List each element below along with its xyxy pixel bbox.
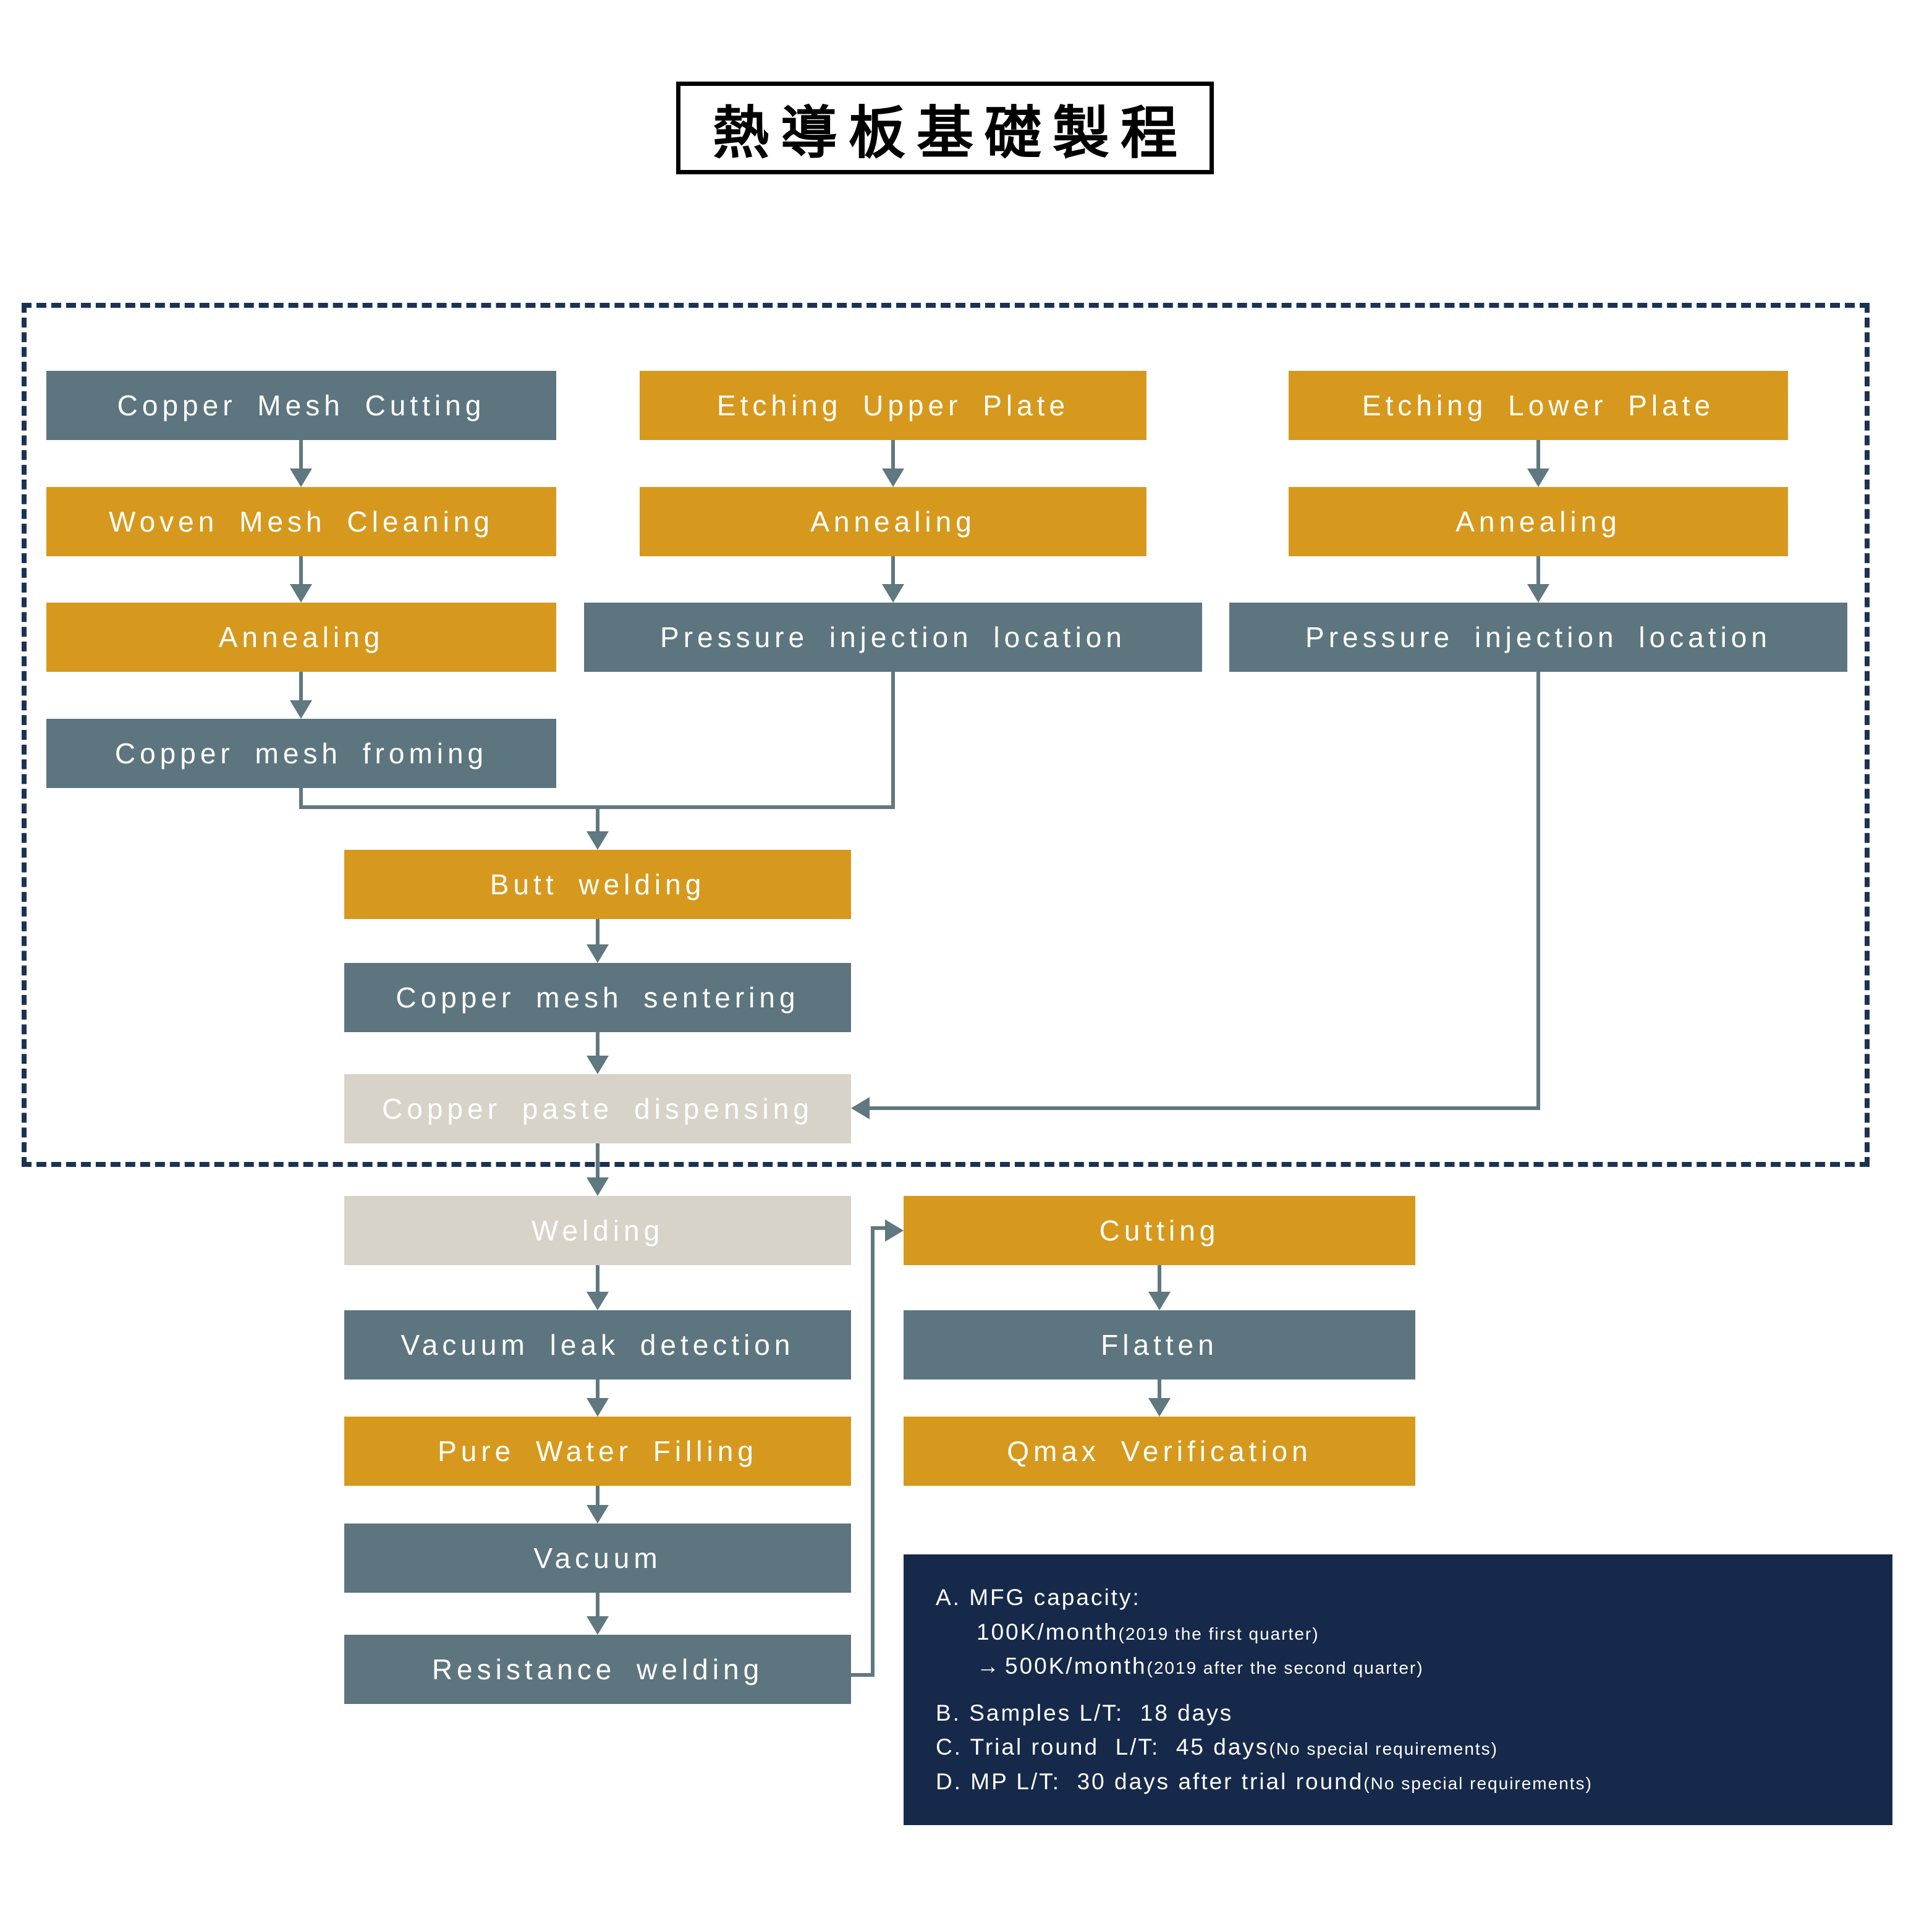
- note-a-cap1-detail: (2019 the first quarter): [1118, 1624, 1320, 1643]
- step-etching-lower-plate: Etching Lower Plate: [1289, 371, 1788, 440]
- note-c-main: C. Trial round L/T: 45 days: [936, 1734, 1269, 1760]
- step-woven-mesh-cleaning: Woven Mesh Cleaning: [46, 487, 556, 556]
- arrow-down-icon: [587, 831, 609, 850]
- arrow-down-icon: [587, 1505, 609, 1524]
- connector-line: [596, 1486, 600, 1505]
- connector-line: [596, 1143, 600, 1177]
- step-pure-water-filling: Pure Water Filling: [344, 1417, 851, 1486]
- connector-line: [596, 807, 600, 831]
- arrow-down-icon: [587, 1398, 609, 1417]
- step-resistance-welding: Resistance welding: [344, 1635, 851, 1704]
- connector-line: [299, 556, 303, 584]
- step-vacuum-leak-detection: Vacuum leak detection: [344, 1310, 851, 1379]
- arrow-down-icon: [587, 1616, 609, 1635]
- step-pressure-injection-upper: Pressure injection location: [584, 603, 1202, 672]
- step-vacuum: Vacuum: [344, 1524, 851, 1593]
- arrow-right-icon: [885, 1219, 904, 1242]
- connector-line: [868, 1106, 1540, 1110]
- arrow-down-icon: [290, 468, 312, 487]
- step-copper-mesh-cutting: Copper Mesh Cutting: [46, 371, 556, 440]
- arrow-down-icon: [1527, 584, 1549, 603]
- connector-line: [1536, 556, 1540, 584]
- arrow-down-icon: [587, 944, 609, 963]
- step-butt-welding: Butt welding: [344, 850, 851, 919]
- note-a-cap1-value: 100K/month: [977, 1619, 1119, 1645]
- note-b: B. Samples L/T: 18 days: [936, 1700, 1234, 1726]
- step-pressure-injection-lower: Pressure injection location: [1229, 603, 1847, 672]
- connector-line: [596, 1265, 600, 1292]
- arrow-down-icon: [290, 700, 312, 719]
- step-welding: Welding: [344, 1196, 851, 1265]
- note-a-cap2-value: 500K/month: [1005, 1653, 1147, 1679]
- step-flatten: Flatten: [904, 1310, 1415, 1379]
- note-a-capacity-2: →500K/month(2019 after the second quarte…: [936, 1649, 1860, 1684]
- connector-line: [1158, 1265, 1161, 1292]
- step-annealing-mesh: Annealing: [46, 603, 556, 672]
- arrow-down-icon: [882, 584, 904, 603]
- note-c-detail: (No special requirements): [1269, 1739, 1499, 1758]
- right-arrow-icon: →: [977, 1653, 1001, 1679]
- connector-line: [1536, 440, 1540, 468]
- connector-line: [596, 1379, 600, 1398]
- connector-line: [871, 1226, 886, 1230]
- note-d-detail: (No special requirements): [1363, 1773, 1593, 1793]
- step-annealing-upper: Annealing: [640, 487, 1146, 556]
- notes-panel: A. MFG capacity: 100K/month(2019 the fir…: [904, 1554, 1892, 1825]
- connector-line: [891, 672, 895, 809]
- step-copper-mesh-froming: Copper mesh froming: [46, 719, 556, 788]
- process-boundary-dashed-box: [22, 303, 1870, 1167]
- note-d-main: D. MP L/T: 30 days after trial round: [936, 1768, 1364, 1794]
- connector-line: [891, 440, 895, 468]
- page-title: 熱導板基礎製程: [676, 82, 1214, 174]
- arrow-down-icon: [882, 468, 904, 487]
- step-qmax-verification: Qmax Verification: [904, 1417, 1415, 1486]
- arrow-down-icon: [587, 1056, 609, 1074]
- note-c: C. Trial round L/T: 45 days(No special r…: [936, 1730, 1860, 1765]
- arrow-left-icon: [851, 1097, 870, 1119]
- step-annealing-lower: Annealing: [1289, 487, 1788, 556]
- arrow-down-icon: [290, 584, 312, 603]
- connector-line: [891, 556, 895, 584]
- arrow-down-icon: [587, 1292, 609, 1310]
- step-etching-upper-plate: Etching Upper Plate: [640, 371, 1146, 440]
- arrow-down-icon: [1148, 1292, 1171, 1310]
- step-cutting: Cutting: [904, 1196, 1415, 1265]
- connector-line: [299, 788, 303, 809]
- arrow-down-icon: [587, 1177, 609, 1196]
- arrow-down-icon: [1148, 1398, 1171, 1417]
- connector-line: [299, 440, 303, 468]
- connector-line: [596, 1593, 600, 1616]
- step-copper-mesh-sentering: Copper mesh sentering: [344, 963, 851, 1032]
- arrow-down-icon: [1527, 468, 1549, 487]
- note-a-title: A. MFG capacity:: [936, 1585, 1141, 1610]
- connector-line: [299, 672, 303, 700]
- step-copper-paste-dispensing: Copper paste dispensing: [344, 1074, 851, 1143]
- note-a-cap2-detail: (2019 after the second quarter): [1146, 1658, 1424, 1677]
- note-a-capacity-1: 100K/month(2019 the first quarter): [936, 1615, 1860, 1650]
- connector-line: [851, 1673, 875, 1677]
- connector-line: [1536, 672, 1540, 1110]
- connector-line: [871, 1226, 875, 1677]
- note-spacer: [936, 1684, 1860, 1696]
- connector-line: [596, 919, 600, 944]
- connector-line: [596, 1032, 600, 1056]
- connector-line: [1158, 1379, 1161, 1398]
- note-d: D. MP L/T: 30 days after trial round(No …: [936, 1765, 1860, 1799]
